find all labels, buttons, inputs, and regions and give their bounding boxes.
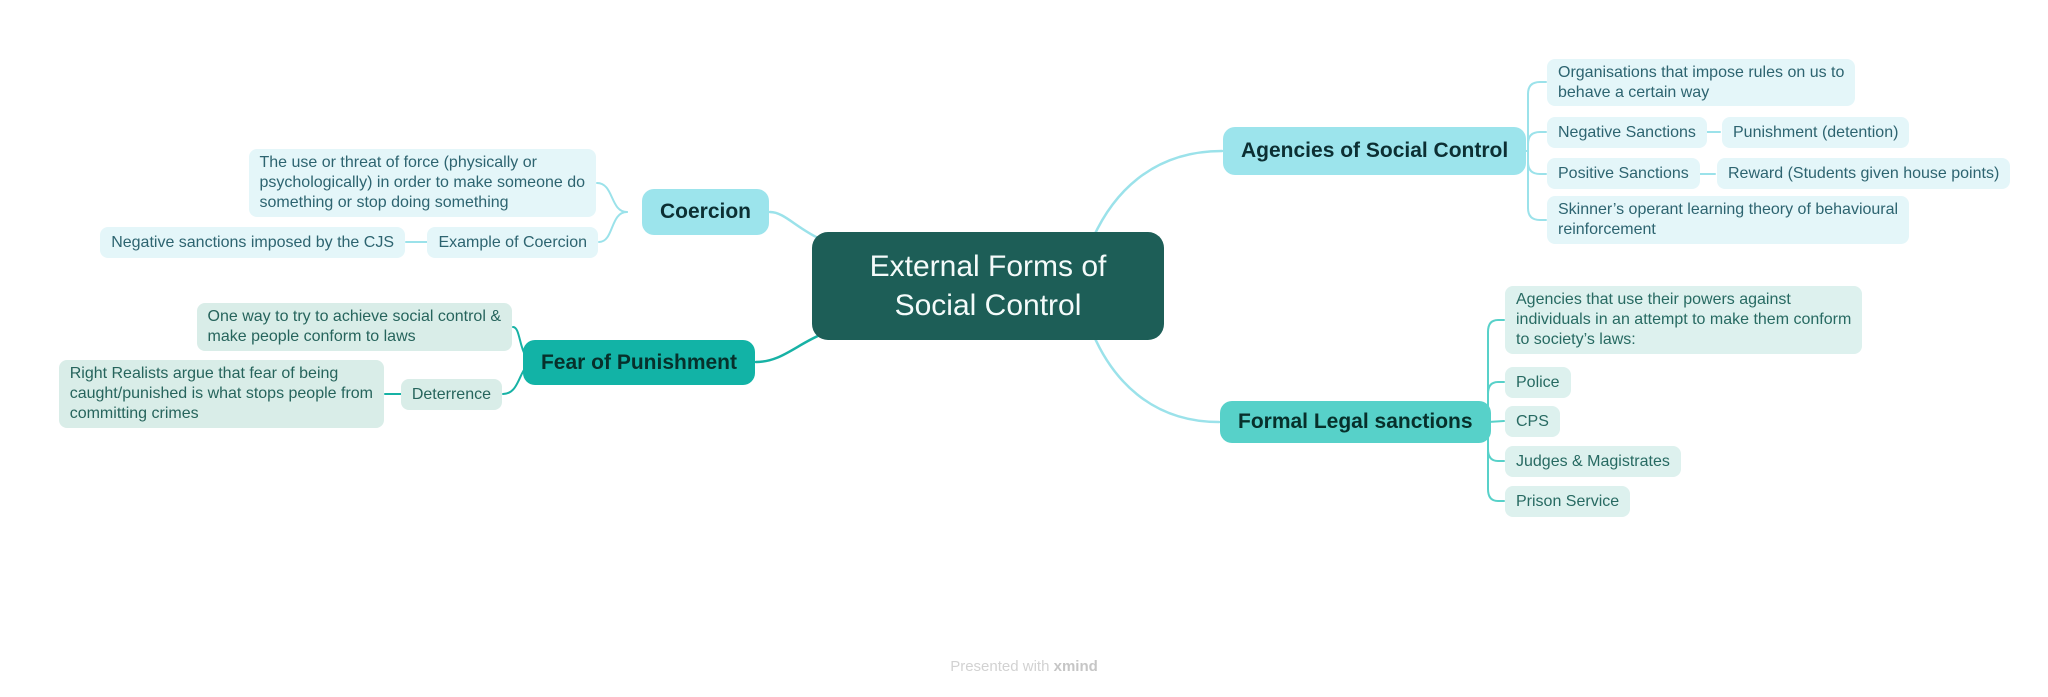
connector-agencies-definition	[1527, 81, 1547, 152]
branch-coercion[interactable]: Coercion	[641, 189, 769, 235]
agencies-definition[interactable]: Organisations that impose rules on us to…	[1547, 59, 1856, 106]
connector-formal-police	[1487, 381, 1505, 423]
branch-fear-of-punishment[interactable]: Fear of Punishment	[522, 340, 755, 385]
formal-cps[interactable]: CPS	[1505, 406, 1560, 437]
agencies-skinner-theory[interactable]: Skinner’s operant learning theory of beh…	[1547, 196, 1910, 244]
agencies-negative-sanctions[interactable]: Negative Sanctions	[1547, 117, 1707, 148]
connector-central-agencies	[1091, 149, 1224, 240]
agencies-punishment-detail[interactable]: Punishment (detention)	[1722, 117, 1910, 148]
connector-agencies-negative	[1527, 131, 1547, 152]
connector-coercion-example	[598, 211, 628, 243]
connector-formal-definition	[1487, 319, 1505, 423]
formal-definition[interactable]: Agencies that use their powers against i…	[1505, 286, 1863, 354]
fear-deterrence-detail[interactable]: Right Realists argue that fear of being …	[58, 360, 384, 428]
formal-police[interactable]: Police	[1505, 367, 1571, 398]
formal-prison-service[interactable]: Prison Service	[1505, 486, 1631, 517]
branch-agencies-of-social-control[interactable]: Agencies of Social Control	[1223, 127, 1527, 175]
coercion-example-label[interactable]: Example of Coercion	[427, 227, 598, 258]
footer-text: Presented with	[950, 658, 1050, 675]
coercion-definition[interactable]: The use or threat of force (physically o…	[248, 149, 596, 217]
connector-agencies-positive	[1527, 150, 1547, 175]
agencies-reward-detail[interactable]: Reward (Students given house points)	[1717, 158, 2011, 189]
connector-agencies-skinner	[1527, 150, 1547, 221]
central-topic[interactable]: External Forms of Social Control	[812, 232, 1164, 340]
branch-formal-legal-sanctions[interactable]: Formal Legal sanctions	[1220, 401, 1491, 443]
xmind-brand: xmind	[1053, 658, 1098, 675]
coercion-example-detail[interactable]: Negative sanctions imposed by the CJS	[100, 227, 405, 258]
connector-formal-prison	[1487, 421, 1505, 502]
fear-deterrence-label[interactable]: Deterrence	[400, 379, 502, 410]
footer-attribution: Presented with xmind	[0, 658, 2048, 675]
agencies-positive-sanctions[interactable]: Positive Sanctions	[1547, 158, 1700, 189]
connector-coercion-definition	[596, 182, 628, 213]
connector-central-formal	[1091, 332, 1221, 424]
connector-formal-cps	[1487, 420, 1505, 423]
formal-judges-magistrates[interactable]: Judges & Magistrates	[1505, 446, 1681, 477]
fear-definition[interactable]: One way to try to achieve social control…	[196, 303, 512, 351]
